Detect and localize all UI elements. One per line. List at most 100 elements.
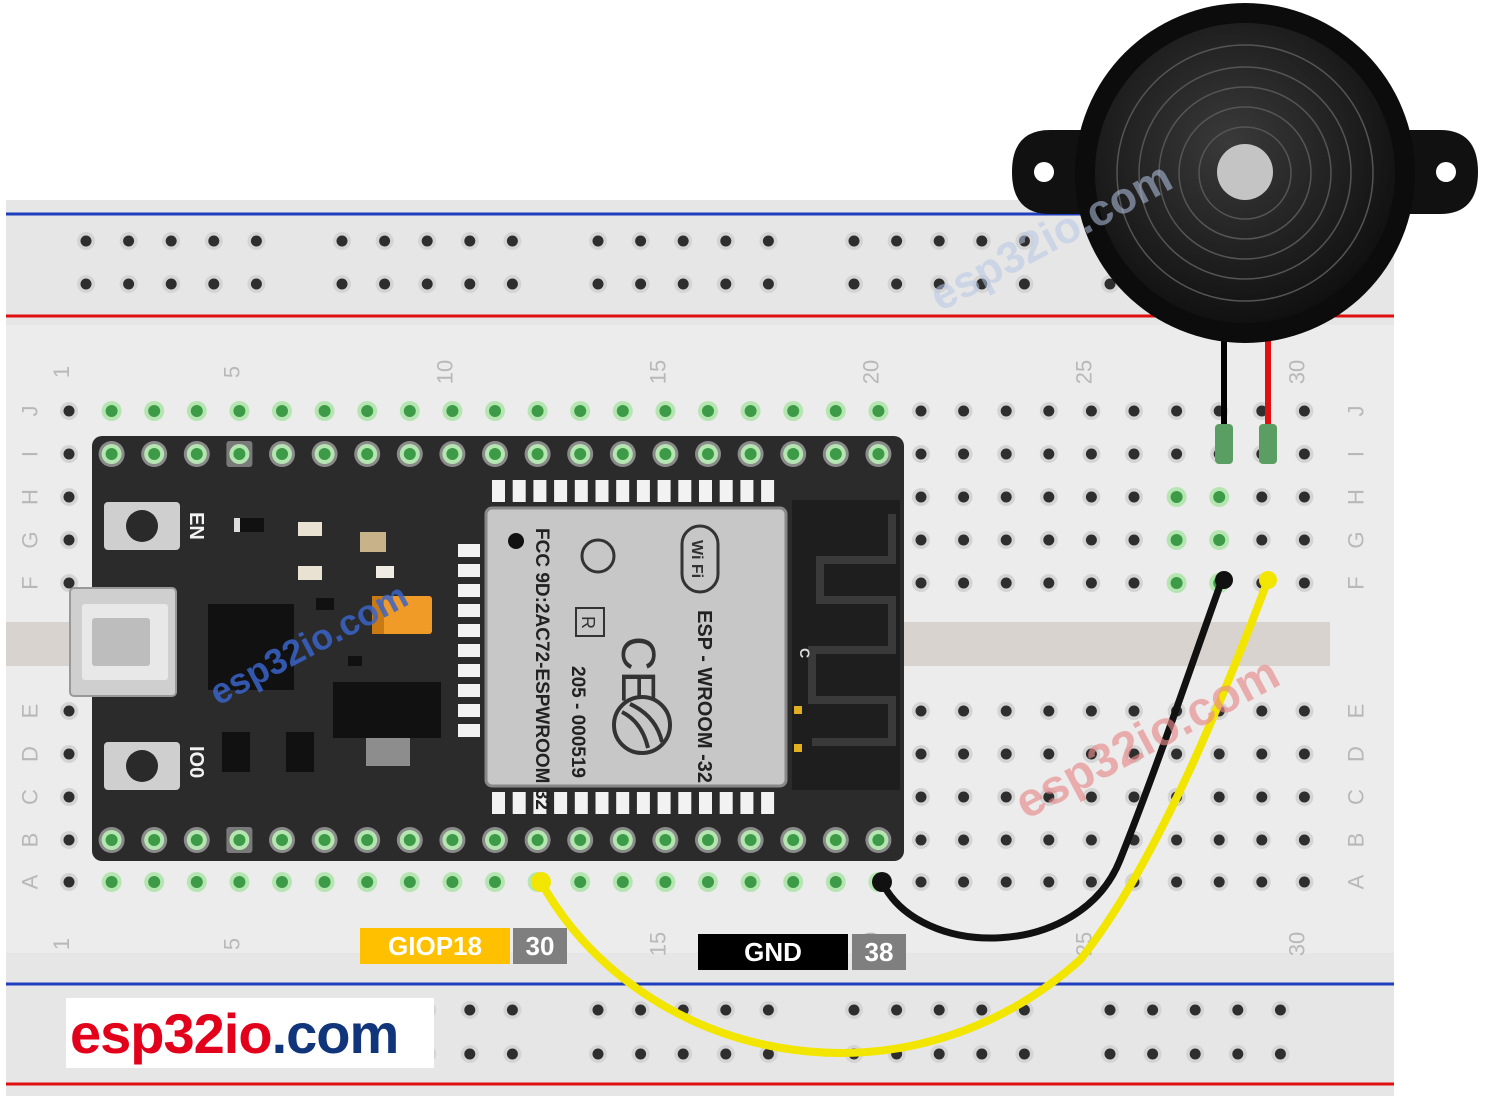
column-number: 30 <box>1284 932 1309 956</box>
row-letter: E <box>1344 704 1369 719</box>
column-number: 15 <box>645 932 670 956</box>
wifi-logo-text: Wi Fi <box>688 540 705 578</box>
module-pad <box>533 792 547 814</box>
logo-part-com: .com <box>271 1001 400 1065</box>
module-pad <box>657 480 671 502</box>
module-pad <box>761 792 775 814</box>
module-r-mark: R <box>578 616 598 629</box>
column-number: 25 <box>1071 360 1096 384</box>
module-pad <box>595 480 609 502</box>
module-pad <box>740 792 754 814</box>
module-pad <box>554 792 568 814</box>
piezo-buzzer <box>1012 3 1478 343</box>
row-letter: J <box>18 406 43 417</box>
column-number: 15 <box>645 360 670 384</box>
module-pad <box>636 792 650 814</box>
module-pad <box>616 480 630 502</box>
row-letter: H <box>18 489 43 505</box>
module-pad <box>740 480 754 502</box>
row-letter: G <box>1344 531 1369 548</box>
module-pad <box>657 792 671 814</box>
row-letter: J <box>1344 406 1369 417</box>
module-pad <box>574 792 588 814</box>
esp-wroom-module <box>484 506 788 788</box>
module-pad <box>492 480 505 502</box>
module-pad <box>699 792 712 814</box>
module-pad <box>458 564 480 577</box>
row-letter: A <box>1344 874 1369 889</box>
module-pad <box>458 544 480 557</box>
ground-pin-name-label: GND <box>698 934 848 970</box>
module-pad <box>458 644 480 657</box>
module-fcc-text: FCC 9D:2AC72-ESPWROOM 32 <box>531 528 552 810</box>
column-number: 5 <box>219 938 244 950</box>
row-letter: B <box>1344 833 1369 848</box>
module-pad <box>512 792 526 814</box>
signal-pin-number-label: 30 <box>513 928 567 964</box>
wifi-logo-icon <box>680 524 720 594</box>
breadboard-labels: 115510101515202025253030JJIIHHGGFFEEDDCC… <box>18 360 1369 956</box>
wire-signal <box>537 576 1272 1057</box>
row-letter: A <box>18 874 43 889</box>
row-letter: C <box>1344 789 1369 805</box>
row-letter: I <box>1344 451 1369 457</box>
module-cert-text: 205 - 000519 <box>567 666 588 778</box>
tantalum-cap <box>372 596 432 634</box>
row-letter: F <box>18 576 43 589</box>
module-pad <box>458 624 480 637</box>
wire-ground <box>878 576 1226 942</box>
column-number: 1 <box>49 938 74 950</box>
row-letter: G <box>18 531 43 548</box>
antenna-mark: C <box>797 648 813 658</box>
module-pad <box>574 480 588 502</box>
row-letter: I <box>18 451 43 457</box>
antenna-area <box>792 500 900 790</box>
module-pad <box>719 792 733 814</box>
row-letter: F <box>1344 576 1369 589</box>
module-pad <box>458 704 480 717</box>
usb-uart-chip <box>208 604 294 690</box>
ce-mark-icon: CE <box>611 636 664 703</box>
module-pad <box>458 584 480 597</box>
ground-pin-number-label: 38 <box>852 934 906 970</box>
module-pad <box>512 480 526 502</box>
column-number: 10 <box>432 360 457 384</box>
row-letter: B <box>18 833 43 848</box>
column-number: 20 <box>858 360 883 384</box>
module-pad <box>554 480 568 502</box>
row-letter: D <box>1344 746 1369 762</box>
row-letter: H <box>1344 489 1369 505</box>
logo-part-esp32: esp32 <box>70 1001 225 1065</box>
module-pad <box>719 480 733 502</box>
row-letter: D <box>18 746 43 762</box>
row-letter: C <box>18 789 43 805</box>
module-pad <box>678 792 692 814</box>
column-number: 30 <box>1284 360 1309 384</box>
column-number: 5 <box>219 366 244 378</box>
module-pad <box>458 684 480 697</box>
column-number: 1 <box>49 366 74 378</box>
module-pad <box>533 480 547 502</box>
module-brand-text: ESP - WROOM -32 <box>693 610 715 783</box>
module-pad <box>636 480 650 502</box>
espressif-logo-icon <box>612 695 672 755</box>
row-letter: E <box>18 704 43 719</box>
module-pad <box>761 480 775 502</box>
module-pad <box>595 792 609 814</box>
module-pad <box>678 480 692 502</box>
regulator <box>333 682 441 738</box>
module-pad <box>458 664 480 677</box>
module-pad <box>492 792 505 814</box>
esp32-board: C ESP - WROOM -32 FCC 9D:2AC72-ESPWROOM … <box>69 436 904 861</box>
module-pad <box>616 792 630 814</box>
fcc-icon <box>580 538 616 574</box>
module-pad <box>699 480 712 502</box>
module-pad <box>458 724 480 737</box>
en-label: EN <box>185 512 207 540</box>
logo-part-io: io <box>223 1001 273 1065</box>
module-pad <box>458 604 480 617</box>
signal-pin-name-label: GIOP18 <box>360 928 510 964</box>
io0-label: IO0 <box>185 746 207 778</box>
